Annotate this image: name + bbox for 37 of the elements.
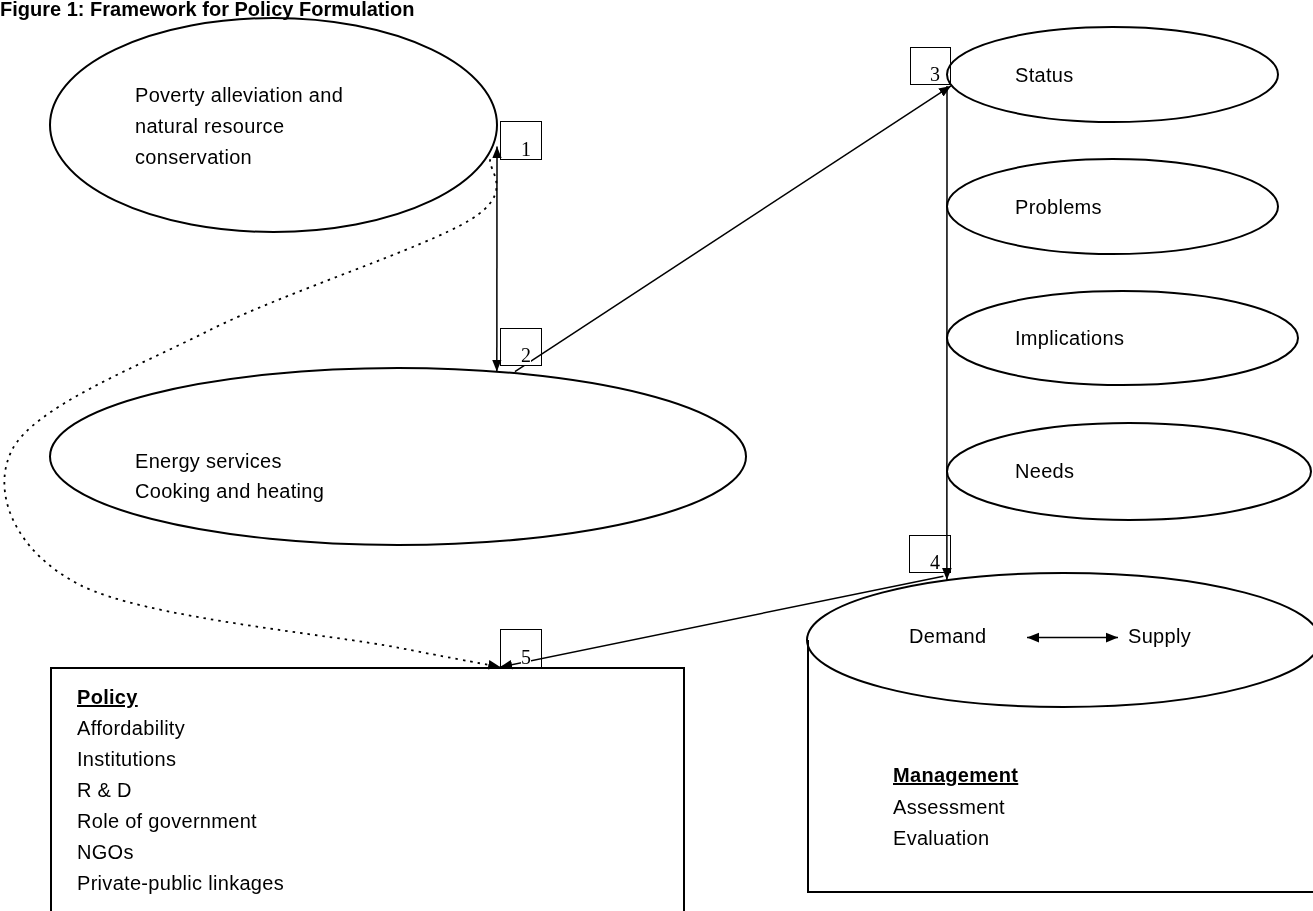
- cylinder-node: [807, 573, 1312, 893]
- list-item: Private-public linkages: [77, 871, 284, 896]
- arrow: [499, 575, 945, 670]
- oval-node: [50, 368, 746, 545]
- item-list: Assessment Evaluation: [893, 792, 1013, 854]
- oval-node: [947, 423, 1311, 520]
- step-number: 1: [500, 121, 542, 160]
- list-item: Role of government: [77, 809, 257, 834]
- oval-node: [947, 159, 1278, 254]
- policy-box: [50, 667, 685, 911]
- node-label: Implications: [1015, 326, 1125, 351]
- node-label: Demand: [909, 624, 987, 649]
- node-label: Supply: [1128, 624, 1191, 649]
- oval-node: [50, 18, 497, 232]
- node-label: Problems: [1015, 195, 1102, 220]
- list-item: NGOs: [77, 840, 134, 865]
- double-arrow: [492, 145, 502, 373]
- list-item: Institutions: [77, 747, 177, 772]
- arrow: [942, 85, 952, 581]
- heading: Policy: [77, 685, 138, 710]
- node-label: Energy services Cooking and heating: [135, 449, 326, 504]
- node-label: Poverty alleviation and natural resource conservation: [135, 83, 345, 170]
- arrow: [514, 85, 952, 373]
- diagram-title: Figure 1: Framework for Policy Formulation: [0, 0, 415, 21]
- step-number: 3: [910, 47, 951, 85]
- dotted-arrow: [3, 158, 502, 670]
- node-label: Needs: [1015, 459, 1075, 484]
- list-item: R & D: [77, 778, 132, 803]
- oval-node: [947, 27, 1278, 122]
- step-number: 5: [500, 629, 542, 668]
- double-arrow: [1026, 632, 1119, 643]
- oval-node: [947, 291, 1298, 385]
- list-item: Affordability: [77, 716, 186, 741]
- heading: Management: [893, 763, 1019, 788]
- step-number: 2: [500, 328, 542, 366]
- node-label: Status: [1015, 63, 1074, 88]
- step-number: 4: [909, 535, 951, 573]
